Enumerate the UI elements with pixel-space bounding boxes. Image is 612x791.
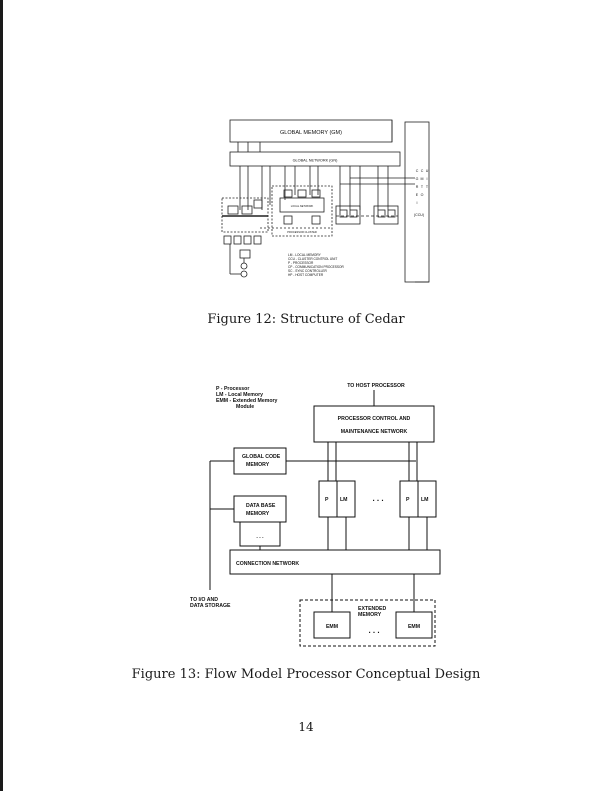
p-label: P [325,497,329,503]
connection-network-box [229,549,441,575]
to-host-label: TO HOST PROCESSOR [347,383,405,389]
global-code-label-1: GLOBAL CODE [242,454,281,460]
pcmn-box [313,405,435,443]
extended-memory-label-2: MEMORY [358,612,382,618]
figure-12-caption: Figure 12: Structure of Cedar [207,312,405,327]
ccu-letter: R [416,185,419,189]
lm-label: LM [340,497,348,503]
fig12-legend-line: P - PROCESSOR [288,261,314,265]
database-ellipsis: . . . [256,534,264,540]
io-label-2: DATA STORAGE [190,603,231,609]
fig12-legend-line: CCU - CLUSTER CONTROL UNIT [288,257,337,261]
ccu-letter: T [421,185,424,189]
emm-ellipsis: . . . [368,626,379,635]
ccu-letter: E [416,193,419,197]
ccu-label: (CCU) [414,213,424,217]
extended-memory-region [299,599,436,647]
ccu-letter: C [421,169,424,173]
ccu-letter: C [416,169,419,173]
ccu-letter: O [421,193,424,197]
fig13-legend-line: LM - Local Memory [216,392,263,398]
io-label-1: TO I/O AND [190,597,218,603]
page-number: 14 [298,720,314,734]
database-memory-box [233,495,287,523]
connection-network-label: CONNECTION NETWORK [236,561,299,567]
emm-label: EMM [326,624,338,630]
local-network-label: LOCAL NETWORK [291,204,314,208]
pcmn-label-1: PROCESSOR CONTROL AND [338,416,411,422]
global-network-box [229,151,401,167]
ccu-letter: M [421,177,424,181]
global-code-memory-box [233,447,287,475]
extended-memory-label-1: EXTENDED [358,606,387,612]
figure-13: P - Processor LM - Local Memory EMM - Ex… [180,378,460,648]
ccu-letter: G [416,177,419,181]
fig12-legend-line: HP - HOST COMPUTER [288,273,324,277]
ccu-letter: I [427,177,428,181]
database-label-2: MEMORY [246,511,270,517]
processor-cluster-box [271,185,333,237]
database-label-1: DATA BASE [246,503,276,509]
figure-13-diagram: P - Processor LM - Local Memory EMM - Ex… [190,383,441,647]
global-code-label-2: MEMORY [246,462,270,468]
emm-label: EMM [408,624,420,630]
fig13-legend-line: Module [236,404,254,410]
scan-edge [0,0,3,791]
fig12-legend-line: SC - SYNC CONTROLLER [288,269,327,273]
fig12-legend-line: LM - LOCAL MEMORY [288,253,322,257]
fig13-legend-line: EMM - Extended Memory [216,398,278,404]
processor-cluster-label: PROCESSOR CLUSTER [287,230,317,234]
fig12-legend-line: CP - COMMUNICATION PROCESSOR [288,265,345,269]
fig13-legend-line: P - Processor [216,386,249,392]
figure-13-caption: Figure 13: Flow Model Processor Conceptu… [131,667,481,682]
ccu-letter: I [417,201,418,205]
ccu-letter: U [426,169,429,173]
lm-label: LM [421,497,429,503]
figure-12: GLOBAL MEMORY (GM) GLOBAL NETWORK (GN) L… [200,110,440,292]
processor-ellipsis: . . . [372,494,383,503]
figure-12-diagram: GLOBAL MEMORY (GM) GLOBAL NETWORK (GN) L… [221,119,430,283]
pcmn-label-2: MAINTENANCE NETWORK [341,429,408,435]
ccu-letter: T [426,185,429,189]
p-label: P [406,497,410,503]
global-network-label: GLOBAL NETWORK (GN) [293,159,339,163]
global-memory-label: GLOBAL MEMORY (GM) [280,130,342,136]
